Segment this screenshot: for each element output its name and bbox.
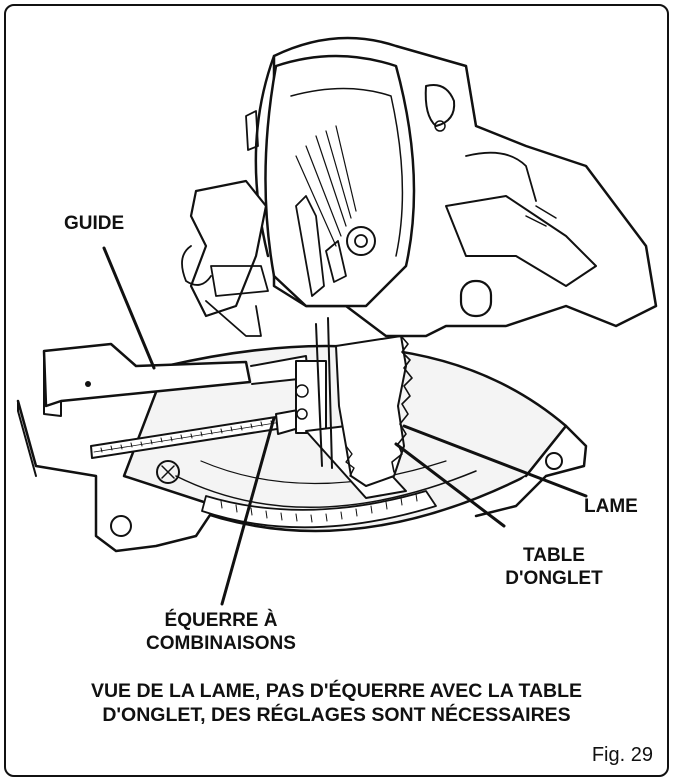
label-lame: LAME <box>584 496 638 517</box>
label-equerre: ÉQUERRE À COMBINAISONS <box>126 609 316 655</box>
figure-frame: GUIDE LAME TABLE D'ONGLET ÉQUERRE À COMB… <box>4 4 669 777</box>
blade-guard <box>264 54 416 308</box>
equerre-leader <box>220 416 276 606</box>
label-table-onglet: TABLE D'ONGLET <box>494 544 614 590</box>
figure-caption: VUE DE LA LAME, PAS D'ÉQUERRE AVEC LA TA… <box>6 679 667 727</box>
caption-line1: VUE DE LA LAME, PAS D'ÉQUERRE AVEC LA TA… <box>90 680 583 702</box>
caption-line2: D'ONGLET, DES RÉGLAGES SONT NÉCESSAIRES <box>102 704 571 726</box>
label-table-line1: TABLE <box>523 545 585 566</box>
label-equerre-line1: ÉQUERRE À <box>164 610 278 631</box>
guide-leader <box>102 246 156 370</box>
label-table-line2: D'ONGLET <box>505 568 603 589</box>
miter-scale <box>201 490 437 529</box>
label-guide: GUIDE <box>64 213 125 234</box>
combination-square <box>90 360 327 459</box>
saw-base <box>16 399 218 553</box>
miter-saw-illustration <box>16 36 658 606</box>
figure-number: Fig. 29 <box>591 744 653 766</box>
lame-leader <box>402 424 588 498</box>
table-leader <box>394 442 506 528</box>
handle <box>189 179 268 318</box>
saw-blade <box>315 317 413 487</box>
label-equerre-line2: COMBINAISONS <box>146 633 296 654</box>
fence <box>42 342 252 408</box>
